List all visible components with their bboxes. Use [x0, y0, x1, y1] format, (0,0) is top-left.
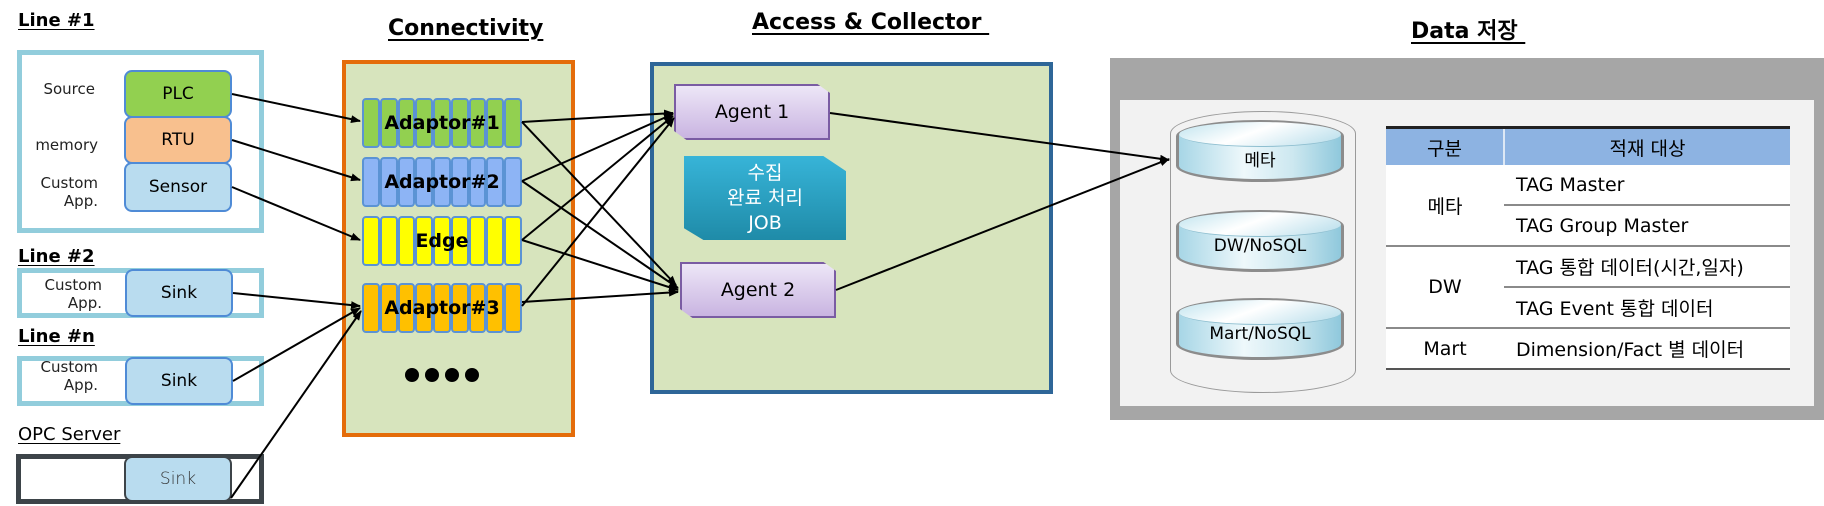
adaptor-1-label: Adaptor#1 — [384, 112, 500, 134]
category-cell: 메타 — [1386, 165, 1504, 247]
adaptor-segment — [379, 157, 398, 207]
meta-database-icon[interactable]: 메타 — [1176, 112, 1344, 190]
adaptor-3-label: Adaptor#3 — [384, 297, 500, 319]
adaptor-segment — [504, 283, 523, 333]
connectivity-title: Connectivity — [388, 16, 544, 41]
mart-nosql-database-label: Mart/NoSQL — [1209, 324, 1311, 344]
adaptor-segment — [397, 157, 416, 207]
opc-sink-node[interactable]: Sink — [124, 456, 232, 502]
adaptor-segment — [486, 157, 505, 207]
storage-target-table: 구분 적재 대상 메타 TAG Master TAG Group Master … — [1386, 126, 1790, 370]
linen-sink-node[interactable]: Sink — [125, 357, 233, 405]
adaptor-segment — [415, 98, 434, 148]
access-collector-title: Access & Collector — [752, 10, 990, 35]
adaptor-segment — [450, 283, 469, 333]
line2-sink-node[interactable]: Sink — [125, 269, 233, 317]
adaptor-segment — [397, 283, 416, 333]
more-adaptors-ellipsis — [405, 368, 479, 382]
dw-nosql-database-label: DW/NoSQL — [1213, 236, 1307, 256]
table-row: TAG Group Master — [1386, 205, 1790, 247]
adaptor-segment — [415, 283, 434, 333]
line2-custom-app-label: Custom App. — [44, 276, 102, 312]
adaptor-segment — [486, 98, 505, 148]
table-row: TAG Event 통합 데이터 — [1386, 287, 1790, 329]
table-row: 메타 TAG Master — [1386, 165, 1790, 247]
adaptor-segment — [504, 157, 523, 207]
adaptor-segment — [415, 216, 434, 266]
adaptor-1-node[interactable]: Adaptor#1 — [362, 98, 523, 148]
adaptor-segment — [362, 157, 380, 207]
adaptor-segment — [379, 283, 398, 333]
edge-label: Edge — [415, 230, 469, 252]
adaptor-segment — [468, 157, 487, 207]
sensor-node[interactable]: Sensor — [124, 162, 232, 212]
data-storage-title: Data 저장 — [1411, 19, 1526, 44]
dw-nosql-database-icon[interactable]: DW/NoSQL — [1176, 202, 1344, 280]
adaptor-segment — [468, 283, 487, 333]
adaptor-segment — [415, 157, 434, 207]
adaptor-segment — [397, 216, 416, 266]
job-line-1: 수집 — [747, 161, 783, 184]
item-cell: TAG Master — [1504, 165, 1790, 206]
source-label: Source — [43, 80, 95, 98]
adaptor-segment — [468, 216, 487, 266]
linen-custom-app-label: Custom App. — [40, 358, 98, 394]
adaptor-2-node[interactable]: Adaptor#2 — [362, 157, 523, 207]
edge-node[interactable]: Edge — [362, 216, 523, 266]
adaptor-segment — [362, 216, 380, 266]
adaptor-segment — [486, 216, 505, 266]
table-row: Mart Dimension/Fact 별 데이터 — [1386, 328, 1790, 370]
collection-complete-job-node[interactable]: 수집 완료 처리 JOB — [684, 156, 846, 240]
adaptor-segment — [504, 216, 523, 266]
adaptor-segment — [379, 216, 398, 266]
adaptor-segment — [450, 98, 469, 148]
item-cell: Dimension/Fact 별 데이터 — [1504, 328, 1790, 370]
category-cell: DW — [1386, 246, 1504, 329]
job-line-2: 완료 처리 — [727, 186, 803, 209]
adaptor-segment — [433, 216, 451, 266]
adaptor-segment — [450, 216, 469, 266]
adaptor-segment — [433, 283, 451, 333]
line2-title: Line #2 — [18, 246, 95, 267]
adaptor-segment — [433, 98, 451, 148]
plc-node[interactable]: PLC — [124, 70, 232, 118]
linen-title: Line #n — [18, 326, 95, 347]
line1-title: Line #1 — [18, 10, 95, 31]
adaptor-2-label: Adaptor#2 — [384, 171, 500, 193]
custom-app-label: Custom App. — [40, 174, 98, 210]
agent-1-node[interactable]: Agent 1 — [674, 84, 830, 140]
category-cell: Mart — [1386, 328, 1504, 370]
adaptor-segment — [379, 98, 398, 148]
adaptor-segment — [362, 283, 380, 333]
opc-server-title: OPC Server — [18, 424, 121, 445]
adaptor-segment — [468, 98, 487, 148]
agent-2-node[interactable]: Agent 2 — [680, 262, 836, 318]
adaptor-segment — [433, 157, 451, 207]
item-cell: TAG 통합 데이터(시간,일자) — [1504, 246, 1790, 288]
adaptor-segment — [450, 157, 469, 207]
memory-label: memory — [35, 136, 98, 154]
rtu-node[interactable]: RTU — [124, 116, 232, 164]
table-row: DW TAG 통합 데이터(시간,일자) — [1386, 246, 1790, 329]
header-category: 구분 — [1386, 126, 1504, 165]
adaptor-3-node[interactable]: Adaptor#3 — [362, 283, 523, 333]
header-load-target: 적재 대상 — [1503, 126, 1790, 165]
adaptor-segment — [504, 98, 523, 148]
item-cell: TAG Group Master — [1504, 205, 1790, 247]
mart-nosql-database-icon[interactable]: Mart/NoSQL — [1176, 290, 1344, 368]
adaptor-segment — [362, 98, 380, 148]
adaptor-segment — [397, 98, 416, 148]
adaptor-segment — [486, 283, 505, 333]
meta-database-label: 메타 — [1244, 151, 1276, 171]
item-cell: TAG Event 통합 데이터 — [1504, 287, 1790, 329]
job-line-3: JOB — [748, 211, 782, 234]
